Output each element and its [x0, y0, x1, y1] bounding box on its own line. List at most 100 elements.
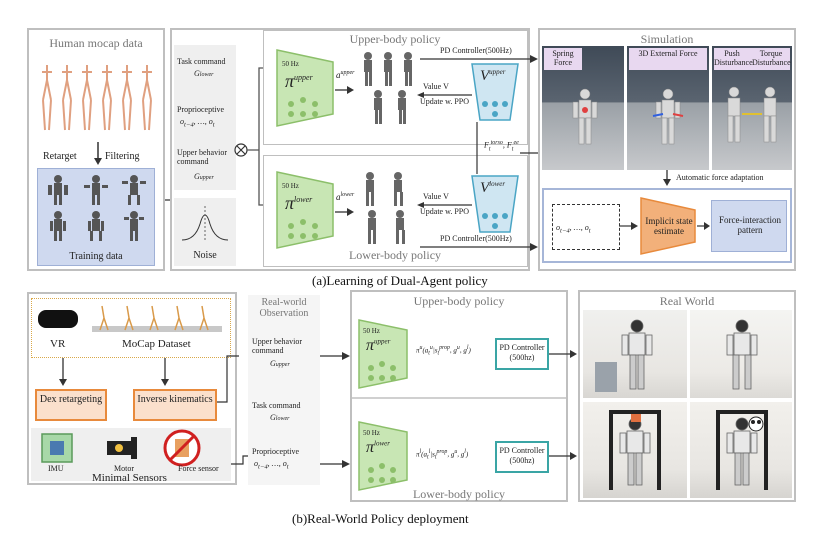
- history-symbol: ot−4, …, ot: [556, 223, 591, 235]
- lower-policy-network: [276, 171, 334, 249]
- real-photo-2: [690, 310, 792, 398]
- obs-proprioceptive: Proprioceptive: [252, 447, 300, 456]
- upper-critic-v: Vupper: [480, 68, 506, 84]
- upper-behavior-command-label: Upper behavior command: [177, 148, 227, 167]
- mocap-panel: Human mocap data Retarget Filtering Tra: [27, 28, 165, 271]
- inputs-column: Task command Glower Proprioceptive ot−4,…: [174, 45, 236, 190]
- real-robot-2: [726, 319, 758, 390]
- lower-pd-label: PD Controller(500Hz): [440, 234, 512, 243]
- mocap-dataset-label: MoCap Dataset: [122, 338, 191, 350]
- force-to-sim-line: [520, 152, 540, 154]
- external-robot: [652, 88, 684, 145]
- proprioceptive-label: Proprioceptive: [177, 105, 225, 114]
- mocap-title: Human mocap data: [49, 36, 143, 50]
- spring-label-bg: [544, 48, 582, 70]
- observation-title: Real-world Observation: [259, 297, 309, 319]
- lower-pi: πlower: [285, 193, 313, 213]
- lower-policy-network-b: [358, 421, 408, 491]
- obs-g-lower: Glower: [270, 413, 290, 422]
- noise-label: Noise: [193, 250, 217, 261]
- pd-controller-lower: PD Controller (500hz): [495, 441, 549, 473]
- simulation-title: Simulation: [640, 32, 694, 46]
- upper-pd-label: PD Controller(500Hz): [440, 46, 512, 55]
- lower-pi-b: πlower: [366, 439, 390, 456]
- torque-label: Torque Disturbance: [752, 49, 791, 68]
- caption-a: (a)Learning of Dual-Agent policy: [312, 273, 488, 288]
- filtering-label: Filtering: [105, 151, 140, 162]
- external-label: 3D External Force: [638, 49, 698, 58]
- obs-task-cmd: Task command: [252, 401, 301, 410]
- disturbance-label-bg: [714, 48, 790, 70]
- mocap-dataset-figures: [92, 305, 222, 332]
- upper-pi: πupper: [285, 71, 313, 91]
- training-robots: [48, 175, 146, 241]
- history-to-estimate-arrow: [619, 222, 638, 230]
- lower-pd-arrow: [420, 243, 538, 251]
- upper-policy-network-b: [358, 319, 408, 389]
- force-label: Fttorso, Ftee: [484, 140, 519, 153]
- lower-hz-b: 50 Hz: [363, 429, 380, 437]
- upper-policy-network: [276, 49, 334, 127]
- auto-adapt-label: Automatic force adaptation: [676, 173, 764, 182]
- lower-value-arrows: [417, 202, 472, 208]
- ik-to-obs-line: [217, 355, 239, 403]
- estimate-to-pattern-arrow: [697, 222, 710, 230]
- sim-image-spring: Spring Force: [542, 46, 624, 170]
- upper-action-arrow: [335, 86, 354, 94]
- training-data-box: Training data: [37, 168, 155, 266]
- force-sensor-label: Force sensor: [178, 464, 219, 473]
- lower-update-label: Update w. PPO: [420, 207, 470, 216]
- implicit-label: Implicit state estimate: [645, 216, 693, 237]
- pattern-label: Force-interaction pattern: [719, 215, 781, 236]
- pd-to-real-arrows: [549, 350, 577, 460]
- lower-action-arrow: [335, 208, 354, 216]
- mocap-skeletons: [42, 65, 152, 131]
- proprio-symbol: ot−4, …, ot: [180, 117, 215, 129]
- upper-policy-formula: πu(atu|stprop, gu, gl): [416, 345, 471, 357]
- lower-hz: 50 Hz: [282, 182, 299, 190]
- real-robot-4: [716, 410, 768, 490]
- real-robot-1: [621, 319, 653, 390]
- concat-operator-icon: [234, 143, 248, 157]
- caption-b: (b)Real-World Policy deployment: [292, 511, 469, 526]
- real-box-1: [595, 362, 617, 392]
- real-robot-3: [609, 410, 661, 490]
- spring-robot: [572, 88, 598, 145]
- lower-sim-robots: [366, 172, 405, 244]
- upper-hz-b: 50 Hz: [363, 327, 380, 335]
- mocap-to-ik-arrow: [161, 358, 169, 386]
- retarget-label: Retarget: [43, 151, 77, 162]
- obs-g-upper: Gupper: [270, 359, 290, 368]
- force-connector: [476, 122, 478, 174]
- lower-policy-title: Lower-body policy: [348, 248, 442, 262]
- push-label: Push Disturbance: [714, 49, 753, 68]
- obs-proprio-symbol: ot−4, …, ot: [254, 459, 289, 471]
- vr-headset-icon: [38, 310, 78, 328]
- external-label-bg: [629, 48, 707, 70]
- force-sensor-icon: [163, 429, 201, 467]
- upper-value-arrows: [417, 92, 472, 98]
- lower-policy-title-b: Lower-body policy: [412, 487, 506, 501]
- real-photo-3: [583, 402, 687, 498]
- dex-retargeting-box: Dex retargeting: [35, 389, 107, 421]
- implicit-estimate-network: [640, 197, 696, 255]
- lower-policy-formula: πl(atl|stprop, gu, gl): [416, 449, 469, 461]
- upper-policy-title-b: Upper-body policy: [413, 294, 505, 308]
- minimal-sensors-label: Minimal Sensors: [92, 472, 167, 484]
- lower-action: alower: [336, 192, 355, 202]
- upper-critic-network: [471, 63, 519, 121]
- sim-image-external: 3D External Force: [627, 46, 709, 170]
- gaussian-curve-icon: [181, 206, 229, 241]
- motor-icon: [107, 437, 137, 459]
- upper-update-label: Update w. PPO: [420, 97, 470, 106]
- sensors-to-obs-line: [231, 455, 251, 465]
- upper-hz: 50 Hz: [282, 60, 299, 68]
- noise-box: Noise: [174, 198, 236, 266]
- upper-pi-b: πupper: [366, 337, 391, 354]
- vr-mocap-box: [31, 298, 231, 358]
- lower-critic-network: [471, 175, 519, 233]
- obs-upper-cmd: Upper behavior command: [252, 337, 302, 356]
- inverse-kinematics-box: Inverse kinematics: [133, 389, 217, 421]
- vr-to-dex-arrow: [59, 358, 67, 386]
- real-photo-1: [583, 310, 687, 398]
